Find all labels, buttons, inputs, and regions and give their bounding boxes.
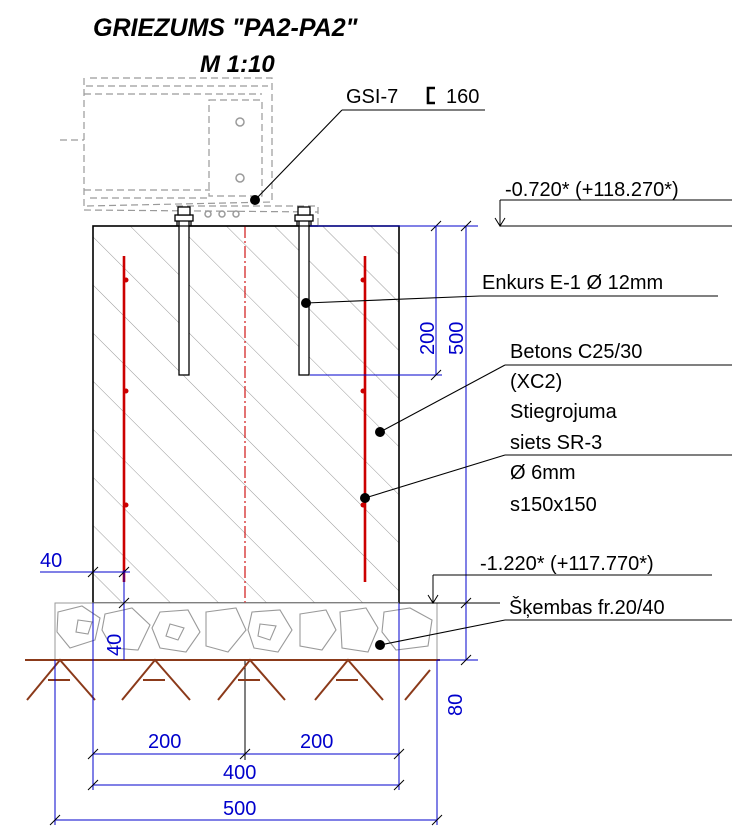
level-mark-top <box>494 199 732 227</box>
drawing-scale: M 1:10 <box>200 51 275 78</box>
dim-anchor-depth: 200 <box>417 322 439 355</box>
channel-icon <box>426 86 435 105</box>
leader-lines <box>254 109 732 646</box>
gravel-layer <box>54 602 438 661</box>
label-rebar-3: Ø 6mm <box>510 462 576 484</box>
dim-bottom-cover: 40 <box>104 634 126 656</box>
rebar-mesh <box>122 256 367 582</box>
steel-profile <box>60 77 319 226</box>
bolt-holes <box>204 117 245 218</box>
leader-dots <box>250 195 385 650</box>
label-concrete-2: (XC2) <box>510 371 562 393</box>
dim-gravel-width: 500 <box>223 798 256 820</box>
label-rebar-4: s150x150 <box>510 494 597 516</box>
level-mark-bottom <box>399 574 712 604</box>
level-top: -0.720* (+118.270*) <box>505 179 679 201</box>
dim-footing-height: 500 <box>446 322 468 355</box>
level-bottom: -1.220* (+117.770*) <box>480 553 654 575</box>
footing-concrete <box>93 226 399 603</box>
dim-half-left: 200 <box>148 731 181 753</box>
label-rebar-2: siets SR-3 <box>510 432 602 454</box>
gravel-stones <box>56 605 433 653</box>
dim-half-right: 200 <box>300 731 333 753</box>
label-gsi-size: 160 <box>446 86 479 108</box>
label-anchor: Enkurs E-1 Ø 12mm <box>482 272 663 294</box>
dim-footing-width: 400 <box>223 762 256 784</box>
label-gsi: GSI-7 <box>346 86 398 108</box>
dim-side-cover: 40 <box>40 550 62 572</box>
label-rebar-1: Stiegrojuma <box>510 401 618 423</box>
label-concrete-1: Betons C25/30 <box>510 341 642 363</box>
ground-hatch <box>26 658 431 701</box>
drawing-title: GRIEZUMS "PA2-PA2" <box>93 14 359 42</box>
label-gravel: Šķembas fr.20/40 <box>509 596 665 619</box>
dim-gravel-thickness: 80 <box>445 694 467 716</box>
anchor-bolts <box>174 206 314 376</box>
rebar-dots <box>123 277 366 508</box>
